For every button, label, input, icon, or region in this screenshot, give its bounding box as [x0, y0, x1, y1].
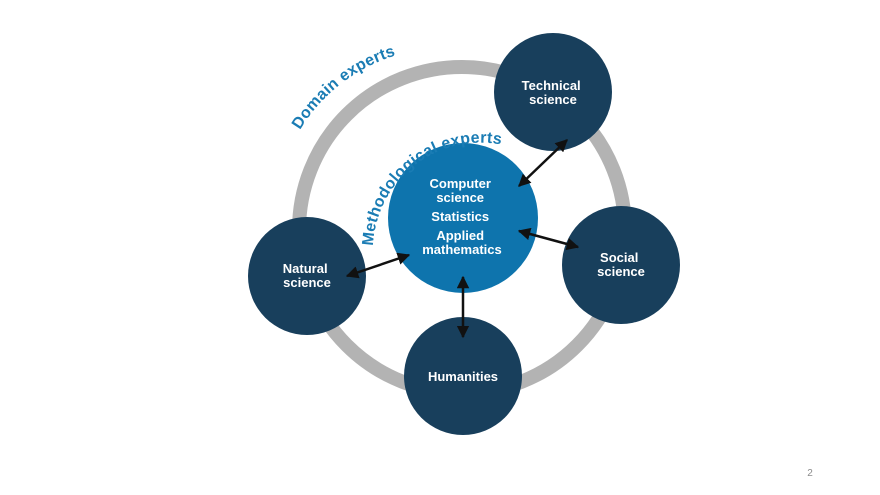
arrow-center-technical: [518, 139, 568, 187]
center-text: Computer science Statistics Applied math…: [422, 176, 501, 257]
social-science-label: Social science: [597, 250, 645, 279]
center-circle: [388, 143, 538, 293]
humanities-node: [404, 317, 522, 435]
technical-science-node: [494, 33, 612, 151]
arrow-center-natural: [345, 252, 411, 279]
technical-science-label: Technical science: [522, 78, 585, 107]
natural-science-label: Natural science: [283, 261, 331, 290]
page-number: 2: [807, 468, 813, 479]
natural-science-node: [248, 217, 366, 335]
humanities-label: Humanities: [428, 369, 498, 384]
arrow-center-social: [517, 227, 580, 251]
social-science-node: [562, 206, 680, 324]
